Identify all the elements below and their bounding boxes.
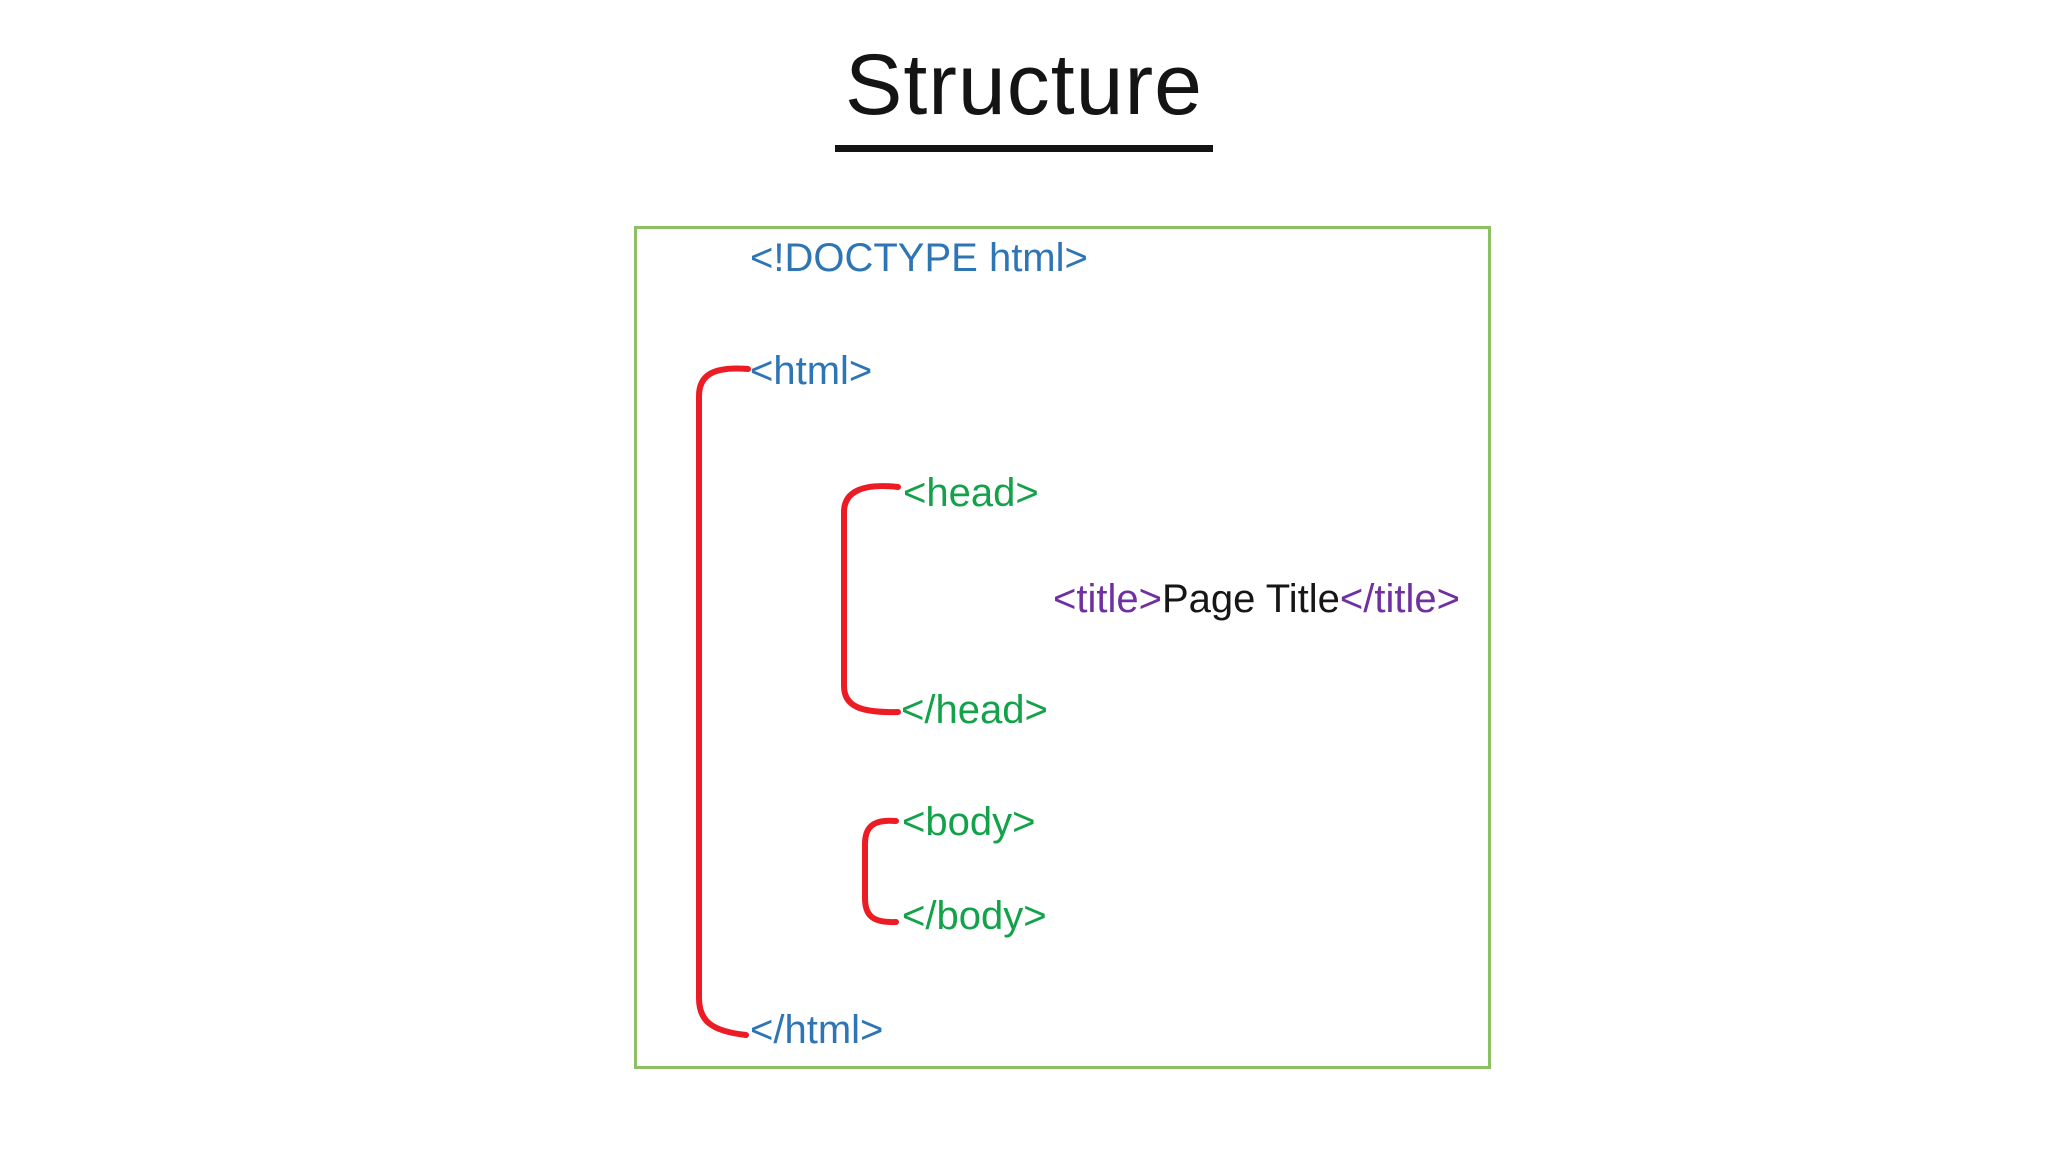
structure-box	[634, 226, 1491, 1069]
head-close-tag: </head>	[901, 688, 1048, 732]
html-close-tag: </html>	[750, 1008, 884, 1052]
title-close-tag: </title>	[1339, 577, 1460, 621]
head-open-tag: <head>	[903, 471, 1039, 515]
page-title: Structure	[0, 36, 2048, 152]
html-open-tag: <html>	[750, 349, 873, 393]
title-element-line: <title>Page Title</title>	[1053, 577, 1460, 621]
title-text: Page Title	[1161, 577, 1340, 621]
doctype-declaration: <!DOCTYPE html>	[750, 236, 1088, 280]
title-open-tag: <title>	[1053, 577, 1162, 621]
body-open-tag: <body>	[902, 800, 1036, 844]
page-title-text: Structure	[835, 36, 1213, 152]
body-close-tag: </body>	[902, 894, 1047, 938]
